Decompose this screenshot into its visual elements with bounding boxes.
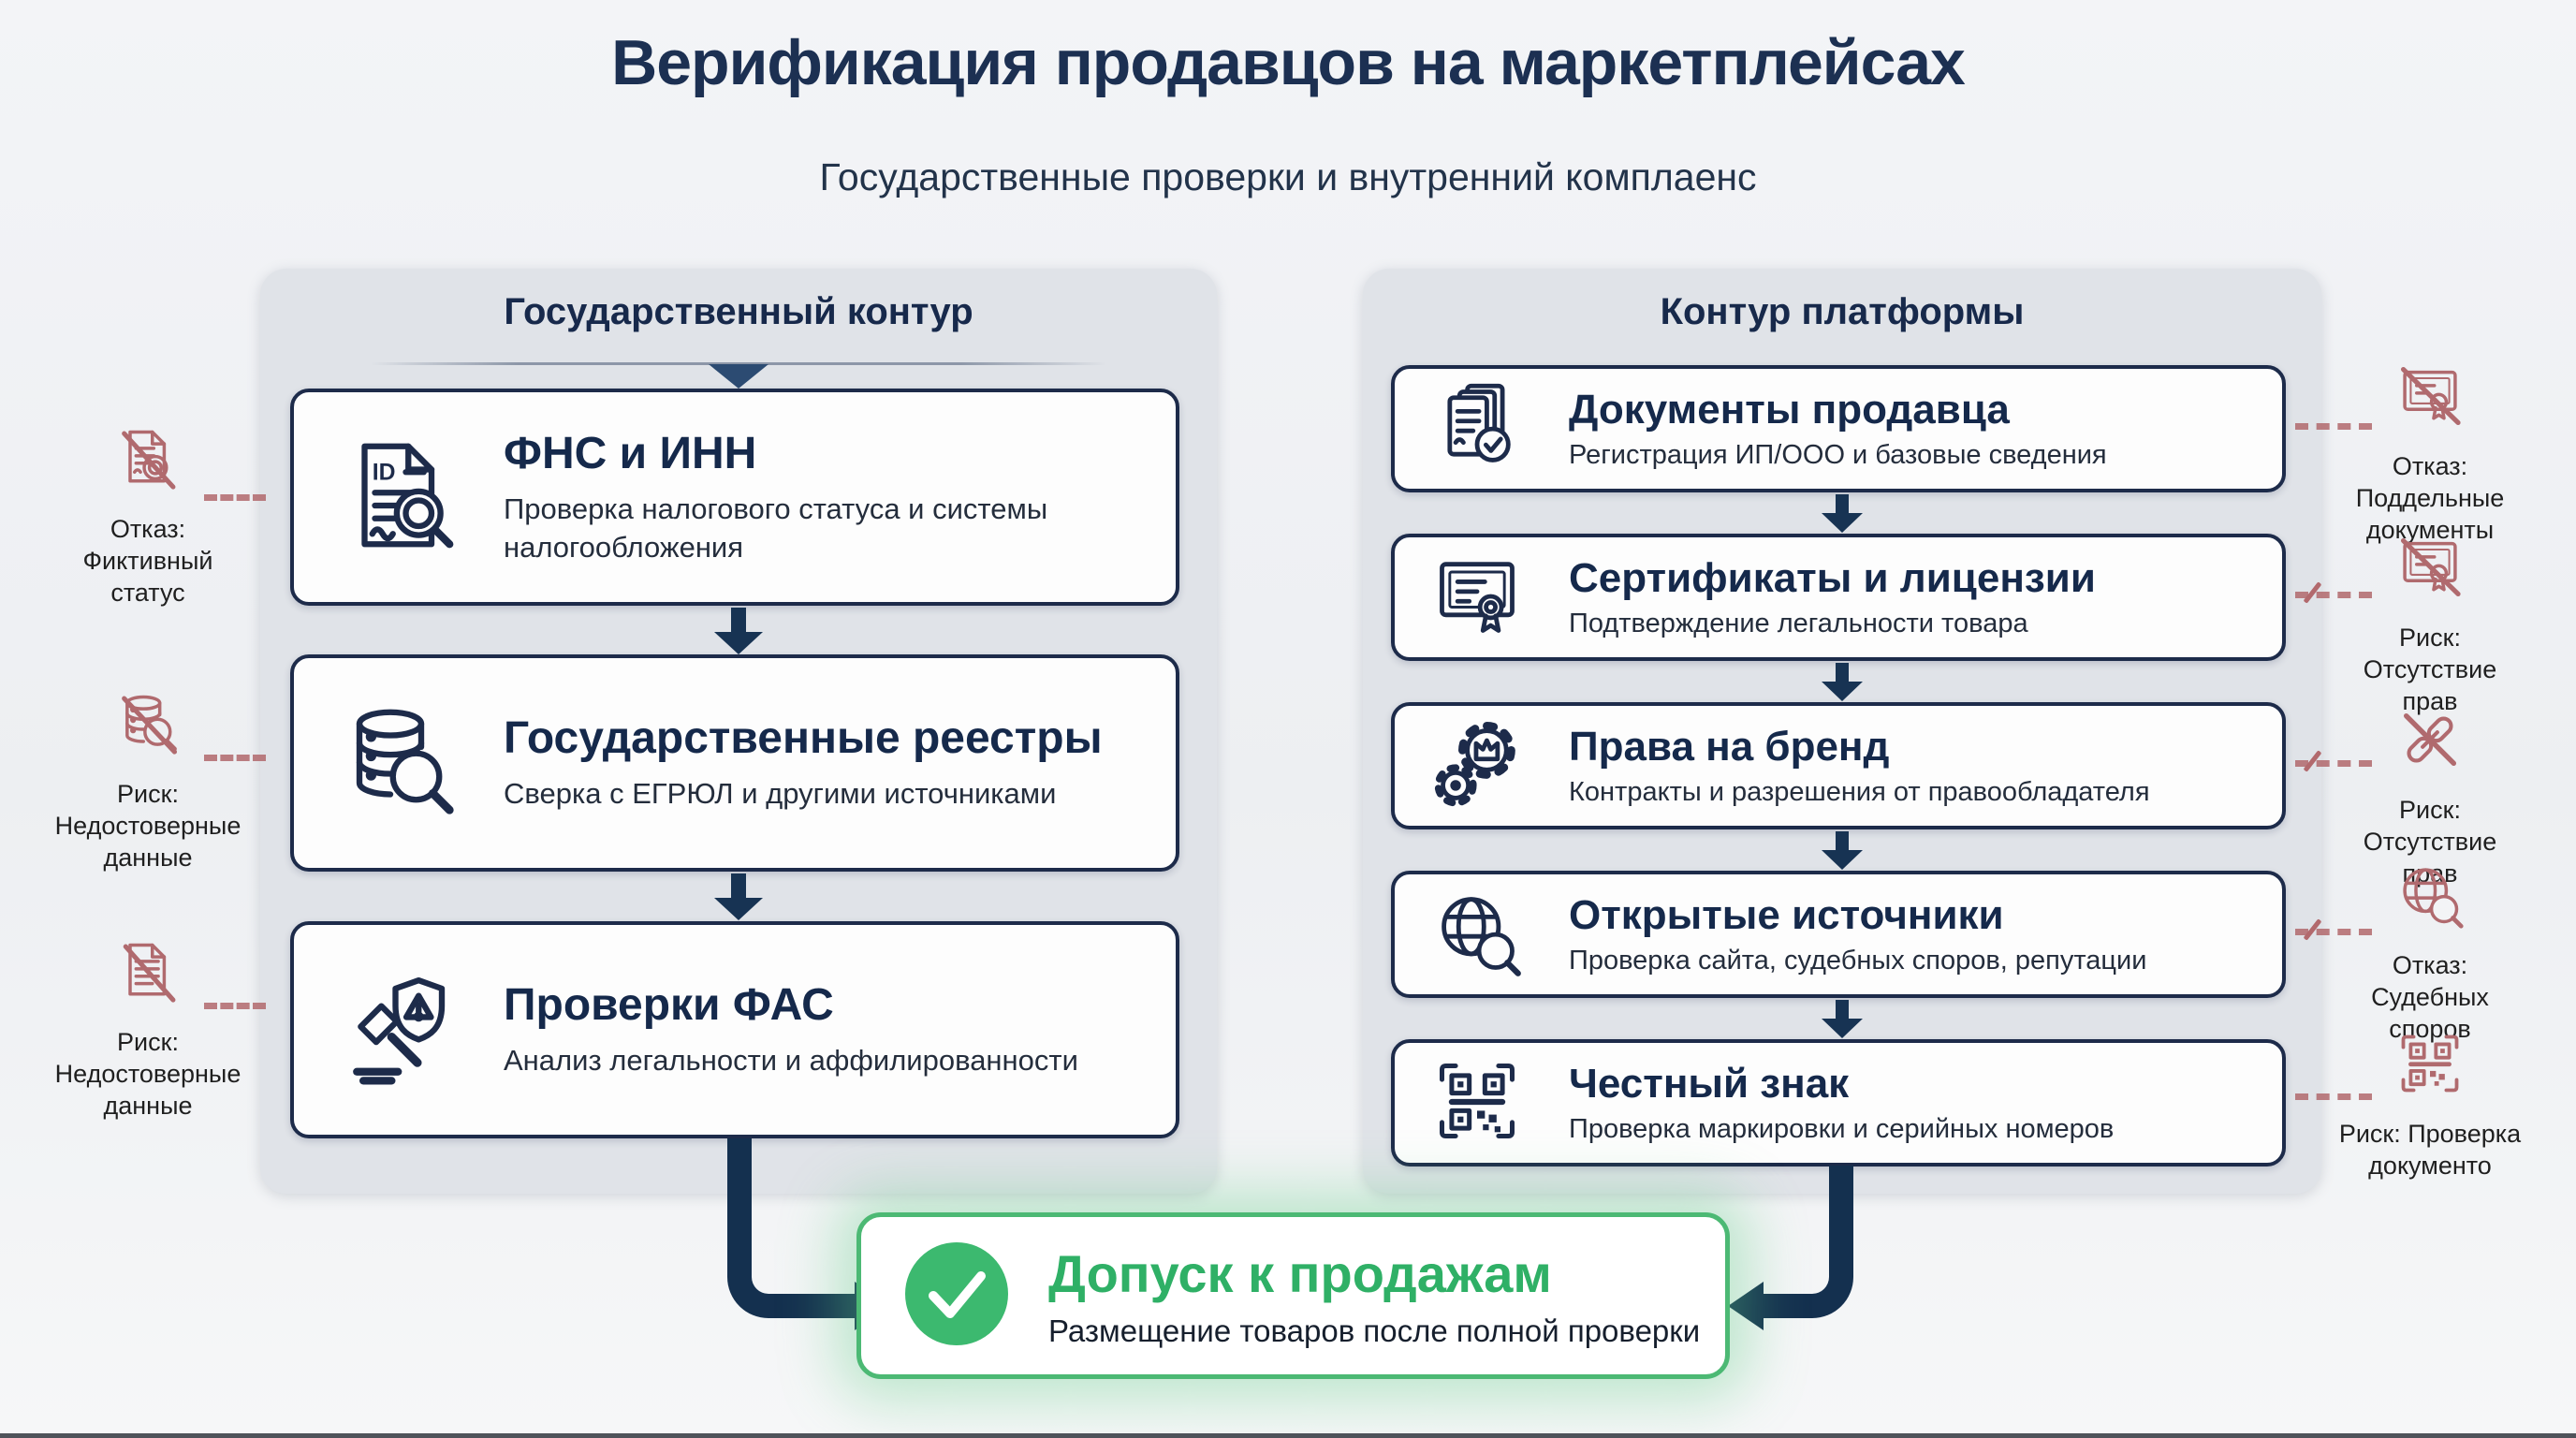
connector-dashed-line	[204, 755, 266, 761]
connector-dashed-line	[2295, 592, 2372, 598]
chevron-divider	[371, 362, 1106, 365]
step-title: Сертификаты и лицензии	[1569, 554, 2096, 601]
bottom-edge-strip	[0, 1433, 2576, 1438]
risk-note-unreliable-data-2: Риск: Недостоверные данные	[49, 936, 247, 1122]
qr-code-red-icon	[2394, 1028, 2466, 1107]
documents-check-icon	[1430, 380, 1524, 478]
qr-code-icon	[1430, 1054, 1524, 1152]
connector-dashed-line	[2295, 1093, 2372, 1100]
step-chestny-znak: Честный знак Проверка маркировки и серий…	[1391, 1039, 2286, 1167]
connector-left-elbow	[727, 1138, 856, 1318]
step-subtitle: Подтверждение легальности товара	[1569, 608, 2028, 638]
certificate-crossed-icon	[2394, 532, 2466, 610]
flow-arrow-down	[1822, 831, 1863, 870]
database-crossed-icon	[112, 688, 183, 767]
risk-note-label: Отказ: Фиктивный статус	[82, 515, 213, 608]
step-subtitle: Регистрация ИП/ООО и базовые сведения	[1569, 439, 2107, 470]
gavel-shield-icon	[339, 966, 462, 1094]
flow-arrow-down	[1822, 1000, 1863, 1038]
step-subtitle: Проверка налогового статуса и системы на…	[504, 492, 1048, 564]
step-title: Документы продавца	[1569, 386, 2010, 433]
check-circle-icon	[902, 1240, 1011, 1353]
result-box: Допуск к продажам Размещение товаров пос…	[856, 1212, 1730, 1379]
risk-note-label: Риск: Проверка документо	[2338, 1120, 2522, 1181]
gears-crown-icon	[1430, 717, 1524, 815]
certificate-icon	[1430, 549, 1524, 647]
connector-dashed-line	[204, 494, 266, 501]
document-crossed-icon	[112, 936, 183, 1015]
risk-note-label: Риск: Недостоверные данные	[54, 1028, 242, 1121]
step-certificates: Сертификаты и лицензии Подтверждение лег…	[1391, 534, 2286, 661]
result-subtitle: Размещение товаров после полной проверки	[1048, 1313, 1701, 1348]
risk-note-fictitious-status: Отказ: Фиктивный статус	[49, 423, 247, 609]
platform-panel: Контур платформы Документы продавца Реги…	[1363, 269, 2321, 1194]
database-magnifier-icon	[339, 699, 462, 828]
risk-note-fake-documents: Отказ: Поддельные документы	[2333, 360, 2527, 546]
step-title: ФНС и ИНН	[504, 429, 757, 479]
step-subtitle: Сверка с ЕГРЮЛ и другими источниками	[504, 777, 1057, 811]
page-subtitle: Государственные проверки и внутренний ко…	[819, 155, 1757, 198]
svg-text:ID: ID	[373, 460, 396, 485]
risk-note-label: Риск: Недостоверные данные	[54, 780, 242, 873]
connector-right-elbow	[1764, 1166, 1853, 1318]
connector-dashed-line	[204, 1003, 266, 1009]
step-subtitle: Проверка сайта, судебных споров, репутац…	[1569, 945, 2147, 976]
government-panel-title: Государственный контур	[504, 291, 973, 332]
certificate-crossed-icon	[2394, 360, 2466, 439]
step-subtitle: Проверка маркировки и серийных номеров	[1569, 1113, 2115, 1144]
step-seller-documents: Документы продавца Регистрация ИП/ООО и …	[1391, 365, 2286, 492]
step-title: Государственные реестры	[504, 713, 1103, 764]
connector-dashed-line	[2295, 423, 2372, 430]
risk-note-no-rights: Риск: Отсутствие прав	[2333, 532, 2527, 717]
flow-arrow-down	[714, 608, 763, 654]
flow-arrow-down	[714, 873, 763, 920]
step-title: Открытые источники	[1569, 891, 2004, 938]
globe-magnifier-red-icon	[2394, 859, 2466, 938]
risk-note-court-disputes: Отказ: Судебных споров	[2333, 859, 2527, 1045]
flow-arrow-down	[1822, 663, 1863, 701]
connector-dashed-line	[2295, 929, 2372, 935]
step-open-sources: Открытые источники Проверка сайта, судеб…	[1391, 871, 2286, 998]
document-crossed-icon	[112, 423, 183, 502]
step-subtitle: Контракты и разрешения от правообладател…	[1569, 776, 2150, 807]
flow-arrow-down	[1822, 494, 1863, 533]
step-title: Честный знак	[1569, 1060, 1850, 1107]
page-title: Верификация продавцов на маркетплейсах	[611, 27, 1966, 98]
result-title: Допуск к продажам	[1048, 1243, 1552, 1303]
risk-note-label: Риск: Отсутствие прав	[2363, 624, 2497, 716]
government-panel: Государственный контур ID ФНС и ИНН Пров…	[260, 269, 1217, 1194]
platform-panel-title: Контур платформы	[1660, 291, 2025, 332]
step-fns-inn: ID ФНС и ИНН Проверка налогового статуса…	[290, 389, 1179, 606]
risk-note-unreliable-data: Риск: Недостоверные данные	[49, 688, 247, 873]
risk-note-document-check: Риск: Проверка документо	[2333, 1028, 2527, 1181]
step-registries: Государственные реестры Сверка с ЕГРЮЛ и…	[290, 654, 1179, 872]
step-fas: Проверки ФАС Анализ легальности и аффили…	[290, 921, 1179, 1138]
step-brand-rights: Права на бренд Контракты и разрешения от…	[1391, 702, 2286, 829]
globe-magnifier-icon	[1430, 886, 1524, 984]
step-subtitle: Анализ легальности и аффилированности	[504, 1044, 1078, 1078]
arrowhead-left-icon	[1728, 1282, 1764, 1330]
risk-note-label: Отказ: Поддельные документы	[2355, 452, 2505, 545]
step-title: Проверки ФАС	[504, 980, 834, 1031]
connector-dashed-line	[2295, 760, 2372, 767]
link-crossed-icon	[2394, 704, 2466, 783]
id-document-magnifier-icon: ID	[339, 433, 462, 562]
step-title: Права на бренд	[1569, 723, 1890, 770]
